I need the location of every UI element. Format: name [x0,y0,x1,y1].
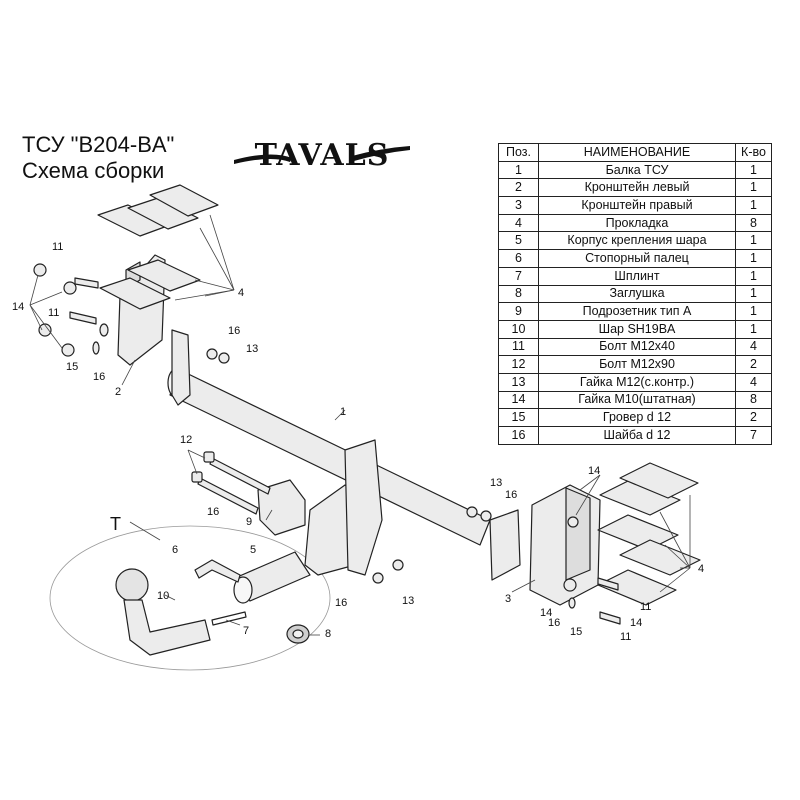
cell-name: Шайба d 12 [538,426,736,445]
cell-name: Шплинт [538,266,736,286]
diagram-subtitle: Схема сборки [22,158,165,183]
cell-name: Кронштейн правый [538,196,736,215]
bolts-m12x90 [191,451,271,515]
callout-13-b: 13 [490,477,502,489]
socket-plate [257,479,306,536]
cell-pos: 10 [498,319,539,339]
cell-qty: 4 [735,372,772,392]
cell-pos: 11 [498,337,539,357]
end-plate [489,509,521,581]
callout-1: 1 [340,406,346,418]
cell-name: Корпус крепления шара [538,231,736,251]
locking-pin [194,559,241,583]
callout-11-b: 11 [48,307,59,319]
callout-14-a: 14 [12,301,24,313]
cell-name: Гайка М10(штатная) [538,390,736,410]
callout-5: 5 [250,544,256,556]
cell-qty: 7 [735,426,772,445]
logo-swoosh-icon [234,146,410,164]
spacer-plates-left [97,184,219,310]
callout-13-a: 13 [246,343,258,355]
diagram-title: ТСУ "B204-BA" [22,132,175,157]
cell-name: Прокладка [538,213,736,233]
callout-2: 2 [115,386,121,398]
fasteners-left [33,263,230,364]
callout-16-b: 16 [228,325,240,337]
callout-T: T [110,514,121,534]
spacer-plates-right [597,462,701,606]
detail-group-ellipse [49,525,331,671]
callout-16-f: 16 [548,617,560,629]
parts-table-header: Поз. НАИМЕНОВАНИЕ К-во [498,143,772,162]
callout-9: 9 [246,516,252,528]
center-mount-right [344,439,383,576]
callout-3: 3 [505,593,511,605]
callout-labels: 1 2 3 4 4 5 6 7 8 9 10 11 11 11 11 12 13… [12,241,704,643]
callout-4-left: 4 [238,287,244,299]
callout-15-b: 15 [570,626,582,638]
callout-14-b: 14 [588,465,600,477]
callout-16-a: 16 [93,371,105,383]
callout-16-e: 16 [335,597,347,609]
callout-14-d: 14 [630,617,642,629]
callout-12: 12 [180,434,192,446]
fasteners-right [372,506,621,625]
callout-6: 6 [172,544,178,556]
callout-4-right: 4 [698,563,704,575]
callout-16-c: 16 [207,506,219,518]
tavals-logo: TAVALS [232,128,412,188]
callout-7: 7 [243,625,249,637]
cotter-pin [211,611,247,626]
callout-8: 8 [325,628,331,640]
callout-11-c: 11 [640,601,651,613]
callout-16-d: 16 [505,489,517,501]
callout-11-d: 11 [620,631,631,643]
logo-text: TAVALS [254,138,390,173]
tow-ball [115,568,211,656]
callout-10: 10 [157,590,169,602]
cell-name: Шар SH19BA [538,319,736,339]
cell-pos: 16 [498,426,539,445]
callout-11-a: 11 [52,241,63,253]
cell-qty: 8 [735,213,772,233]
callout-13-c: 13 [402,595,414,607]
header-qty: К-во [735,143,772,162]
cell-name: Стопорный палец [538,249,736,268]
callout-14-c: 14 [540,607,552,619]
callout-15-a: 15 [66,361,78,373]
tow-beam [167,329,491,546]
